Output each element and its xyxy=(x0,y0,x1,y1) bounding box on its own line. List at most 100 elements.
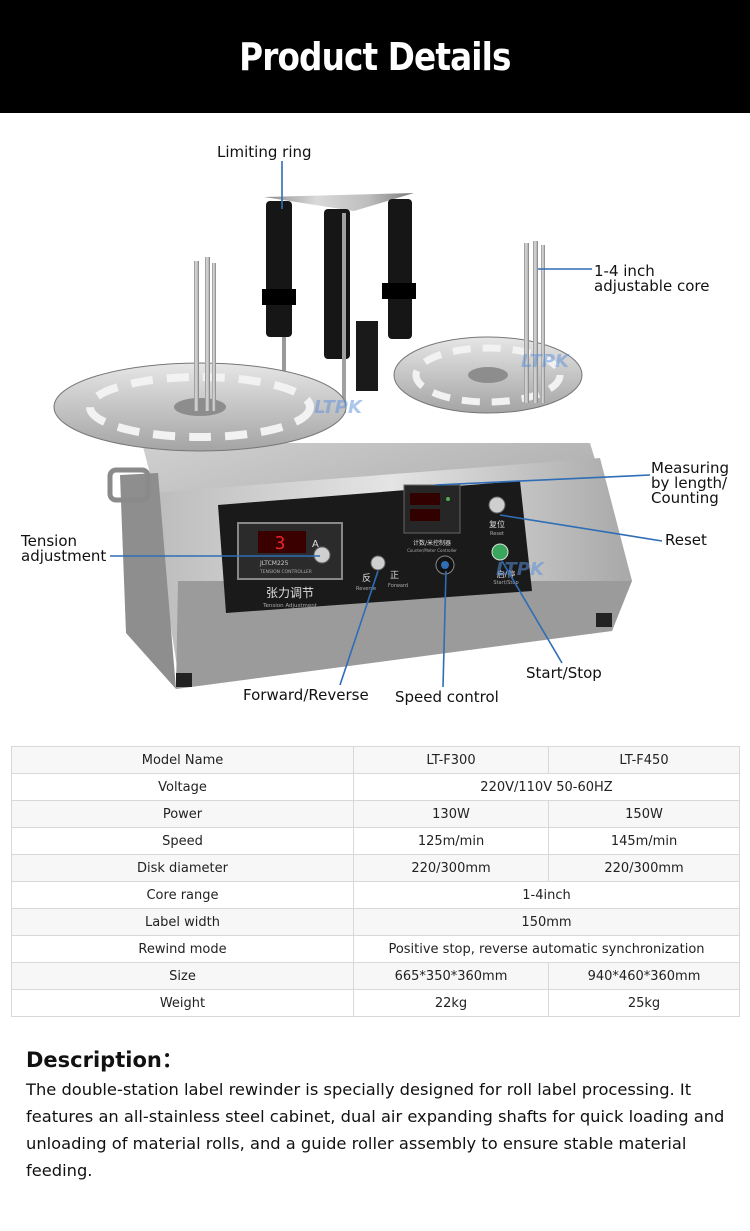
spec-label: Weight xyxy=(11,989,354,1017)
left-watermark: LTPK xyxy=(314,397,364,418)
foot-right xyxy=(596,613,612,627)
spec-label: Voltage xyxy=(11,773,354,801)
speed-knob-center-icon xyxy=(441,561,449,569)
counter-cn: 计数/米控制器 xyxy=(413,539,451,547)
spec-value: 25kg xyxy=(548,989,740,1017)
right-disk-station: LTPK xyxy=(393,241,583,414)
spec-value: 150W xyxy=(548,800,740,828)
cabinet-side xyxy=(120,473,176,689)
controller-model: JLTCM225 xyxy=(259,560,289,567)
table-row: Disk diameter 220/300mm 220/300mm xyxy=(11,854,740,882)
controller-sub: TENSION CONTROLLER xyxy=(259,569,312,575)
spec-label: Size xyxy=(11,962,354,990)
panel-watermark: LTPK xyxy=(496,559,546,580)
spec-label: Model Name xyxy=(11,746,354,774)
guide-roller-assembly xyxy=(262,193,416,413)
tension-display-unit: A xyxy=(312,539,319,550)
tension-display-digit: 3 xyxy=(275,533,286,554)
spec-value: 130W xyxy=(353,800,549,828)
guide-roller-right xyxy=(388,199,412,339)
spec-label: Label width xyxy=(11,908,354,936)
table-row: Weight 22kg 25kg xyxy=(11,989,740,1017)
start-stop-button-icon[interactable] xyxy=(491,543,509,561)
reset-en: Reset xyxy=(490,531,504,537)
callout-forward-reverse: Forward/Reverse xyxy=(243,686,369,704)
limiting-ring-right-icon xyxy=(382,283,416,299)
line-start-stop xyxy=(501,560,563,664)
roller-top-plate xyxy=(264,193,414,211)
counter-en: Counter/Meter Controller xyxy=(407,548,457,553)
callout-limiting-ring: Limiting ring xyxy=(217,143,312,161)
reset-button-icon[interactable] xyxy=(488,496,506,514)
limiting-ring-left-icon xyxy=(262,289,296,305)
callout-speed-control: Speed control xyxy=(395,688,499,706)
spec-value: 940*460*360mm xyxy=(548,962,740,990)
sensor-icon xyxy=(356,321,378,391)
tension-label-en: Tension Adjustment xyxy=(262,603,318,609)
spec-value: 220/300mm xyxy=(548,854,740,882)
spec-table: Model Name LT-F300 LT-F450 Voltage 220V/… xyxy=(11,746,740,1017)
spec-label: Speed xyxy=(11,827,354,855)
callout-start-stop: Start/Stop xyxy=(526,664,602,682)
table-row: Rewind mode Positive stop, reverse autom… xyxy=(11,935,740,963)
left-disk-slots xyxy=(86,373,314,441)
callout-measuring: Measuring by length/ Counting xyxy=(651,459,730,507)
line-speed-control xyxy=(442,570,447,688)
foot-left xyxy=(176,673,192,687)
tension-knob-icon[interactable] xyxy=(313,546,331,564)
spec-value: 220V/110V 50-60HZ xyxy=(353,773,740,801)
right-shaft-a xyxy=(524,243,529,403)
callout-lines xyxy=(110,161,663,688)
spec-value: 665*350*360mm xyxy=(353,962,549,990)
start-en: Start/Stop xyxy=(493,580,518,586)
rewinder-illustration: 3 A JLTCM225 TENSION CONTROLLER 张力调节 Ten… xyxy=(53,161,663,689)
spec-value: Positive stop, reverse automatic synchro… xyxy=(353,935,740,963)
line-reset xyxy=(499,514,663,542)
reverse-cn: 反 xyxy=(362,573,371,584)
spec-label: Rewind mode xyxy=(11,935,354,963)
forward-en: Forward xyxy=(388,583,408,589)
side-handle[interactable] xyxy=(107,467,151,503)
spec-value: LT-F300 xyxy=(353,746,549,774)
spec-value: 145m/min xyxy=(548,827,740,855)
table-row: Speed 125m/min 145m/min xyxy=(11,827,740,855)
reset-cn: 复位 xyxy=(489,519,505,529)
description-title: Description： xyxy=(26,1048,183,1072)
reverse-en: Reverse xyxy=(356,586,376,592)
table-row: Size 665*350*360mm 940*460*360mm xyxy=(11,962,740,990)
product-figure: 3 A JLTCM225 TENSION CONTROLLER 张力调节 Ten… xyxy=(0,113,750,733)
left-disk-hub xyxy=(174,398,226,416)
left-disk-station: LTPK xyxy=(53,257,364,452)
callout-tension: Tension adjustment xyxy=(21,532,107,565)
forward-reverse-switch-icon[interactable] xyxy=(370,555,386,571)
start-cn: 启/停 xyxy=(497,569,516,579)
right-shaft-c xyxy=(541,245,545,403)
control-panel: 3 A JLTCM225 TENSION CONTROLLER 张力调节 Ten… xyxy=(218,481,546,613)
spec-label: Power xyxy=(11,800,354,828)
callout-reset: Reset xyxy=(665,531,707,549)
table-row: Label width 150mm xyxy=(11,908,740,936)
table-row: Power 130W 150W xyxy=(11,800,740,828)
left-shaft-a xyxy=(194,261,199,411)
tension-display xyxy=(258,531,306,553)
left-shaft-c xyxy=(212,263,216,411)
spec-value: LT-F450 xyxy=(548,746,740,774)
callout-core: 1-4 inch adjustable core xyxy=(594,262,710,295)
spec-value: 125m/min xyxy=(353,827,549,855)
table-row: Core range 1-4inch xyxy=(11,881,740,909)
guide-roller-middle xyxy=(324,209,350,359)
left-shaft-b xyxy=(205,257,210,411)
spec-value: 150mm xyxy=(353,908,740,936)
spec-value: 1-4inch xyxy=(353,881,740,909)
counter-display-bottom xyxy=(410,509,440,521)
page-title: Product Details xyxy=(239,34,511,79)
counter-display-top xyxy=(410,493,440,505)
description-body: The double-station label rewinder is spe… xyxy=(26,1080,725,1180)
guide-roller-left xyxy=(266,201,292,337)
header-banner: Product Details xyxy=(0,0,750,113)
tension-label-cn: 张力调节 xyxy=(266,586,314,600)
right-disk-hub xyxy=(468,367,508,383)
right-shaft-b xyxy=(533,241,538,403)
table-row: Voltage 220V/110V 50-60HZ xyxy=(11,773,740,801)
line-forward-reverse xyxy=(339,570,379,686)
